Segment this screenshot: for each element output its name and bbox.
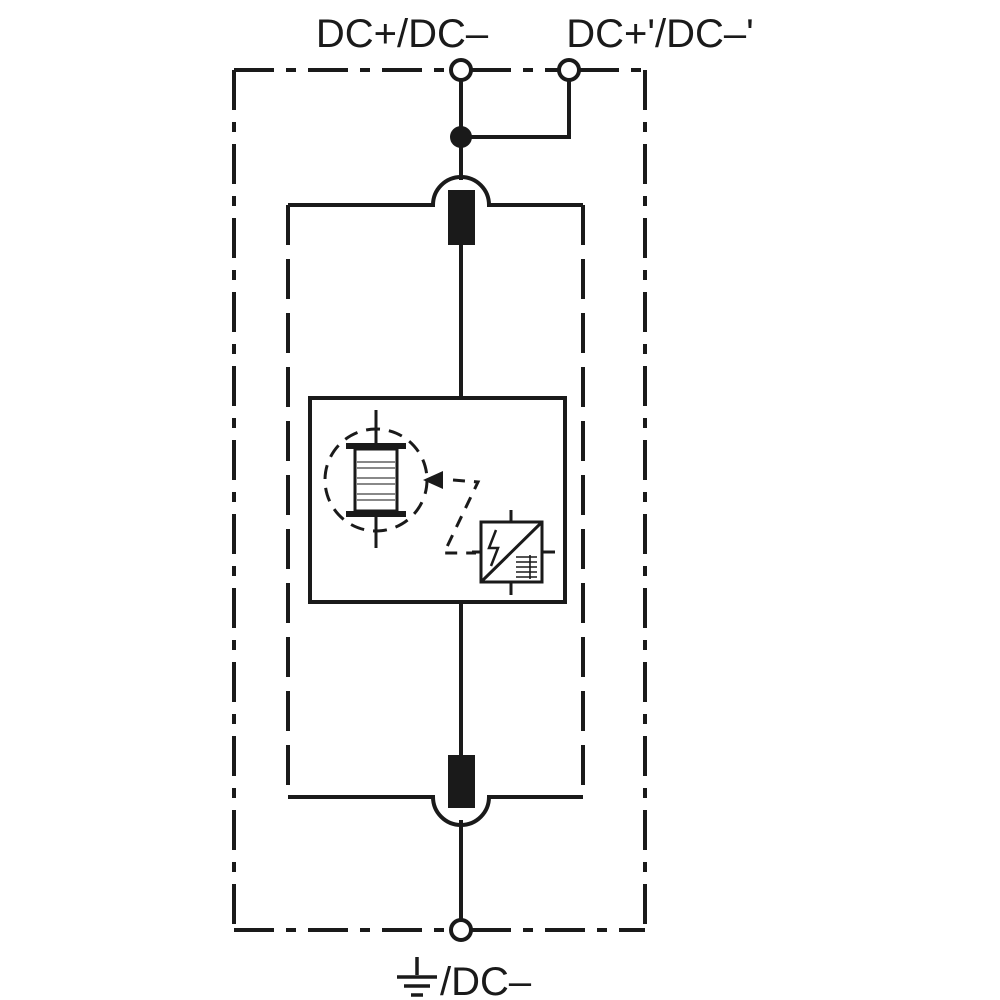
thermal-disconnect-link [423, 471, 481, 555]
protection-module [308, 396, 567, 604]
ground-icon [397, 957, 437, 997]
arrow-icon [423, 471, 443, 489]
fuse-bottom [448, 755, 475, 808]
wiring [288, 80, 583, 920]
varistor-icon [323, 410, 429, 548]
inner-enclosure [286, 205, 585, 797]
outer-enclosure [232, 68, 647, 932]
terminal-ground [449, 918, 473, 942]
status-indicator-icon [472, 510, 555, 595]
terminal-dc-in [449, 58, 473, 82]
terminal-dc-through [557, 58, 581, 82]
label-dc-through: DC+'/DC–' [566, 12, 754, 56]
label-dc-in: DC+/DC– [316, 12, 489, 56]
fuse-top [448, 190, 475, 245]
junction-dot [450, 126, 472, 148]
label-ground-dc: /DC– [440, 960, 532, 1000]
